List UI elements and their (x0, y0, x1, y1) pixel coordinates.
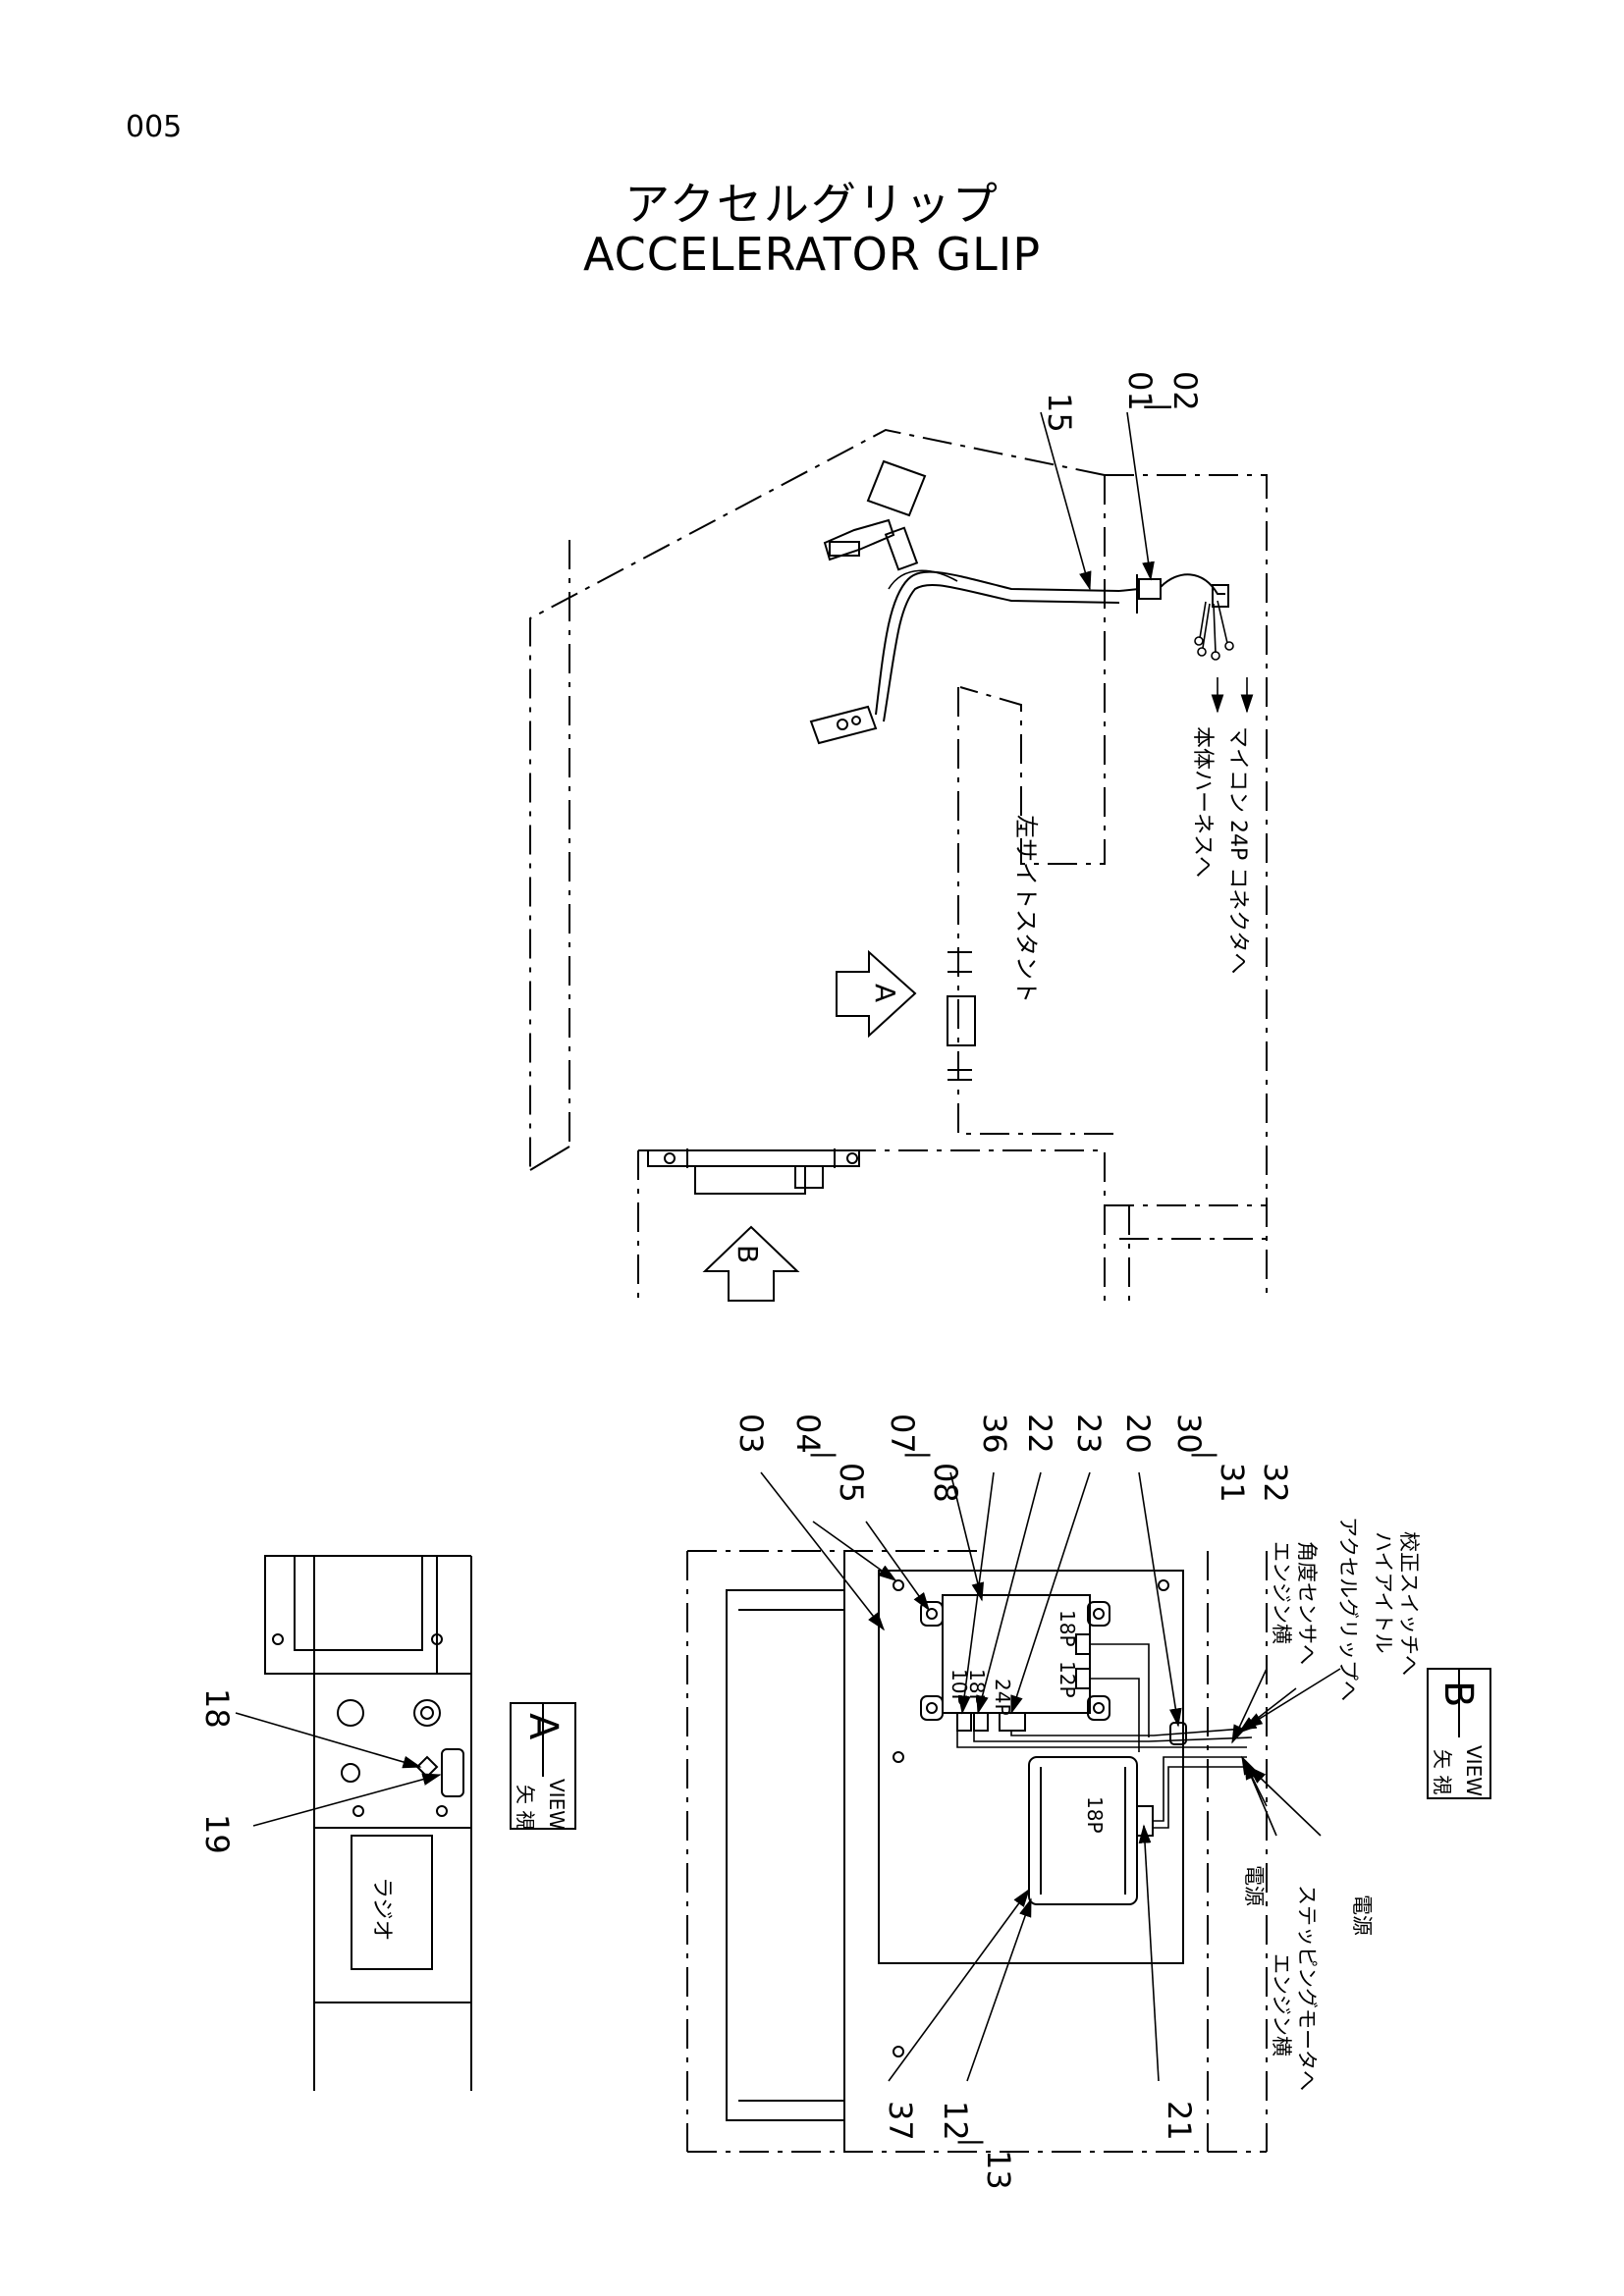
view-b-label: 矢 視 VIEW B (1427, 1668, 1491, 1799)
connector-18p-c: 18P (1083, 1796, 1107, 1834)
relay-block (1028, 1756, 1138, 1905)
leader-22 (957, 1471, 995, 1715)
svg-text:B: B (1435, 1681, 1481, 1707)
svg-text:VIEW: VIEW (1462, 1745, 1486, 1796)
leader-20 (1010, 1471, 1091, 1715)
svg-text:矢 視: 矢 視 (514, 1785, 537, 1830)
callout-19: 19 (198, 1814, 236, 1854)
callout-36: 36 (976, 1414, 1013, 1454)
page-title-japanese: アクセルグリップ (624, 178, 1000, 231)
note-stepping-2: ステッピングモータへ (1295, 1885, 1319, 2091)
note-side-stand: 左サイトスタント (1012, 815, 1040, 1003)
svg-text:|: | (810, 1451, 839, 1460)
callout-13: 13 (980, 2150, 1017, 2190)
note-hi-idle-1: ハイアイトル (1372, 1531, 1395, 1654)
note-harness: 本体ハーネスへ (1190, 726, 1215, 878)
top-view: 15 01 | 02 本体ハーネスへ マイコン 24P コネクタへ 左サイトスタ… (529, 371, 1268, 1302)
callout-22: 22 (1021, 1414, 1058, 1454)
leader-30 (1138, 1471, 1182, 1728)
note-engine-sensor-1: エンジン横 (1270, 1541, 1293, 1644)
cab-outline (529, 428, 1106, 1170)
switch-19 (441, 1748, 464, 1797)
leader-21 (1138, 1824, 1160, 2082)
svg-text:|: | (957, 2138, 987, 2147)
callout-05: 05 (833, 1463, 870, 1503)
view-a: ラジオ 18 19 矢 視 VIEW A (198, 1555, 576, 2091)
connector-12p: 12P (1056, 1661, 1079, 1698)
note-engine-sensor-2: 角度センサへ (1295, 1541, 1319, 1665)
callout-12: 12 (937, 2101, 974, 2141)
view-a-label: 矢 視 VIEW A (510, 1702, 576, 1830)
view-a-arrow: A (836, 949, 917, 1039)
svg-text:VIEW: VIEW (545, 1779, 568, 1830)
view-b-arrow: B (702, 1225, 800, 1302)
radio-label: ラジオ (369, 1877, 394, 1942)
callout-37: 37 (882, 2101, 919, 2141)
callout-04: 04 (789, 1414, 827, 1454)
svg-text:|: | (1191, 1451, 1220, 1460)
callout-23: 23 (1070, 1414, 1108, 1454)
leader-36 (949, 1471, 985, 1602)
connector-24p: 24P (991, 1679, 1014, 1716)
callout-32: 32 (1257, 1463, 1294, 1503)
svg-text:|: | (904, 1451, 934, 1460)
leader-05 (812, 1521, 897, 1581)
note-connector: マイコン 24P コネクタへ (1225, 726, 1250, 974)
leader-07 (865, 1521, 930, 1612)
leader-19 (252, 1773, 442, 1827)
radio-box (351, 1835, 433, 1970)
view-b: 10P 18P 24P 18P 12P 18P (686, 1414, 1491, 2190)
note-stepping-1: エンジン横 (1270, 1953, 1293, 2056)
callout-07: 07 (884, 1414, 921, 1454)
callout-15: 15 (1041, 393, 1078, 433)
svg-text:A: A (520, 1713, 566, 1740)
note-power-1: 電源 (1242, 1865, 1266, 1906)
controller-box (947, 995, 976, 1046)
callout-30: 30 (1170, 1414, 1208, 1454)
leader-37 (888, 1888, 1030, 2082)
callout-21: 21 (1161, 2101, 1198, 2141)
leader-23 (976, 1471, 1042, 1715)
note-hi-idle-2: 校正スイッチへ (1397, 1531, 1421, 1676)
wire-bundle (956, 1731, 1247, 1748)
svg-text:B: B (731, 1245, 764, 1263)
connector-18p-b: 18P (1056, 1610, 1079, 1647)
leader-03 (760, 1471, 885, 1631)
callout-dash: | (1144, 402, 1176, 411)
note-accel-grip: アクセルグリップへ (1336, 1517, 1360, 1701)
connector-01 (1138, 578, 1162, 600)
callout-08: 08 (927, 1463, 964, 1503)
callout-31: 31 (1214, 1463, 1251, 1503)
callout-02: 02 (1166, 371, 1204, 411)
harness-wire (875, 570, 1120, 716)
leader-18 (235, 1712, 422, 1769)
callout-18: 18 (198, 1688, 236, 1729)
page-title-english: ACCELERATOR GLIP (582, 228, 1042, 281)
leader-15 (1040, 411, 1092, 591)
page-number: 005 (126, 110, 183, 144)
note-power-2: 電源 (1350, 1895, 1374, 1936)
leader-13 (966, 1897, 1032, 2082)
leader-01 (1126, 411, 1155, 581)
callout-03: 03 (732, 1414, 770, 1454)
accelerator-grip (823, 518, 895, 561)
callout-20: 20 (1119, 1414, 1157, 1454)
mount-plate (647, 1149, 860, 1167)
svg-text:矢 視: 矢 視 (1431, 1749, 1454, 1794)
callout-01: 01 (1121, 371, 1159, 411)
svg-text:A: A (869, 984, 901, 1002)
